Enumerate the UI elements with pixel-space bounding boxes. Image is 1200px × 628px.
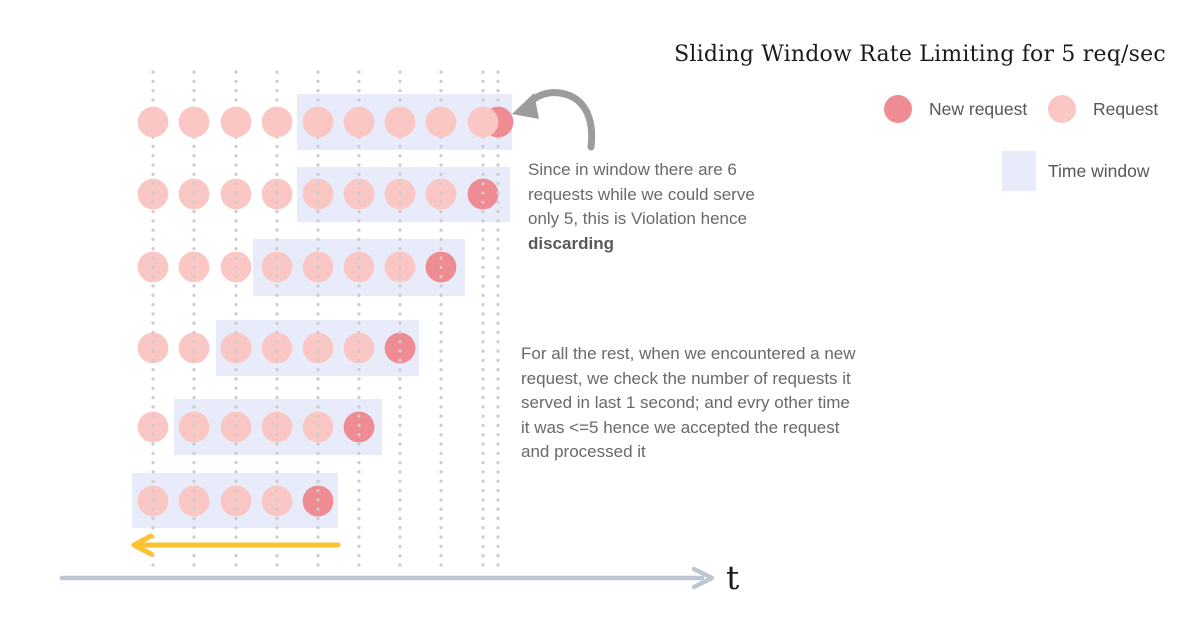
legend-item-request: Request (1048, 95, 1158, 123)
request-dot (178, 332, 210, 364)
new-request-dot (384, 332, 416, 364)
request-dot (343, 106, 375, 138)
accepted-note-line: request, we check the number of requests… (521, 368, 851, 388)
legend-item-time-window: Time window (1002, 151, 1149, 191)
new-request-swatch (884, 95, 912, 123)
request-swatch (1048, 95, 1076, 123)
time-window-swatch (1002, 151, 1036, 191)
discard-curved-arrow-icon (524, 89, 596, 151)
request-dot (467, 106, 499, 138)
accepted-note-line: and processed it (521, 442, 646, 462)
violation-note-line: requests while we could serve (528, 184, 755, 204)
time-axis-label: t (726, 558, 740, 597)
request-dot (425, 106, 457, 138)
legend-label-request: Request (1093, 98, 1159, 119)
request-dot (137, 332, 169, 364)
window-slide-arrowhead-icon (131, 533, 154, 557)
accepted-note-line: served in last 1 second; and evry other … (521, 393, 850, 413)
violation-note-line: only 5, this is Violation hence (528, 209, 747, 229)
request-dot (302, 106, 334, 138)
discard-arrowhead-icon (512, 93, 539, 119)
accepted-note: For all the rest, when we encountered a … (521, 342, 856, 465)
time-axis-arrowhead-icon (691, 566, 715, 590)
violation-note: Since in window there are 6 requests whi… (528, 158, 755, 256)
request-dot (302, 332, 334, 364)
request-dot (261, 106, 293, 138)
request-dot (261, 332, 293, 364)
request-dot (220, 106, 252, 138)
request-dot (343, 332, 375, 364)
request-dot (137, 106, 169, 138)
accepted-note-line: it was <=5 hence we accepted the request (521, 417, 840, 437)
request-dot (220, 332, 252, 364)
violation-note-line: Since in window there are 6 (528, 160, 737, 179)
legend-item-new-request: New request (884, 95, 1027, 123)
request-dot (178, 106, 210, 138)
legend-label-time-window: Time window (1048, 160, 1150, 181)
accepted-note-line: For all the rest, when we encountered a … (521, 344, 856, 363)
violation-note-discarding: discarding (528, 233, 614, 253)
request-dot (384, 106, 416, 138)
legend-label-new-request: New request (929, 98, 1028, 119)
page-title: Sliding Window Rate Limiting for 5 req/s… (674, 42, 1166, 67)
